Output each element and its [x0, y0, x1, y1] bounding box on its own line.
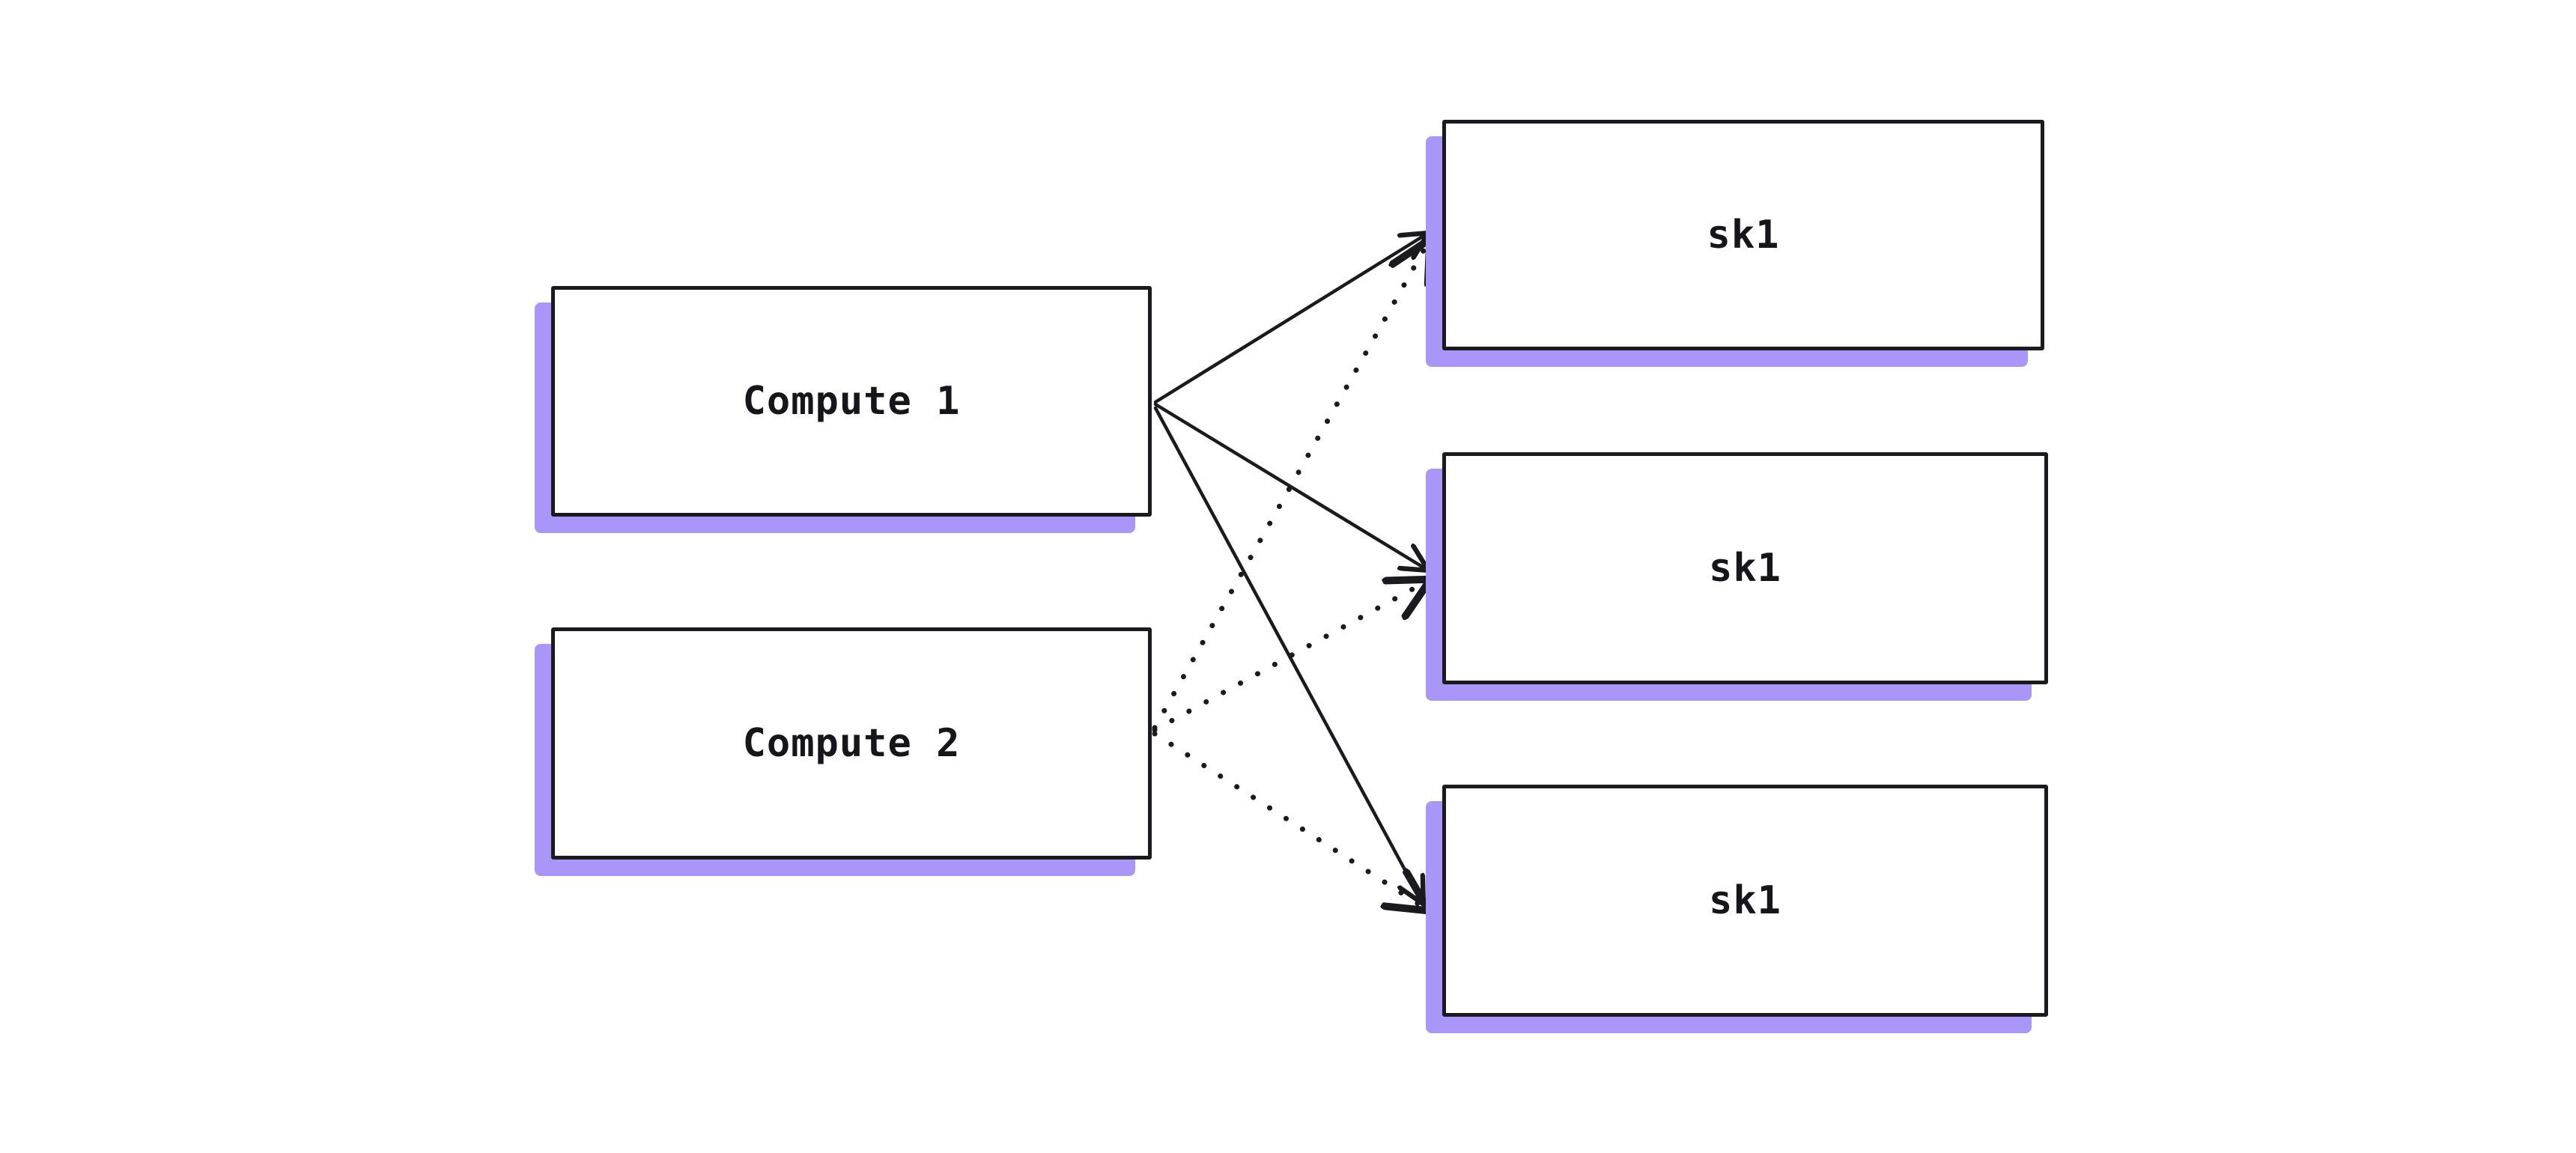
node-sk1-c[interactable]: sk1 [1442, 785, 2048, 1017]
node-compute-1[interactable]: Compute 1 [551, 286, 1152, 517]
node-label-sk1-c: sk1 [1709, 878, 1781, 923]
edge-compute-1-to-sk1-b [1153, 402, 1427, 570]
node-label-compute-1: Compute 1 [742, 379, 961, 424]
node-compute-2[interactable]: Compute 2 [551, 627, 1152, 860]
edge-compute-1-to-sk1-a [1153, 234, 1427, 404]
node-label-sk1-b: sk1 [1709, 546, 1781, 591]
node-label-sk1-a: sk1 [1707, 213, 1780, 258]
edge-compute-2-to-sk1-a [1152, 241, 1429, 731]
node-sk1-b[interactable]: sk1 [1442, 452, 2048, 684]
edge-compute-2-to-sk1-b [1152, 580, 1429, 733]
edge-compute-2-to-sk1-c [1152, 731, 1427, 910]
node-sk1-a[interactable]: sk1 [1442, 120, 2044, 350]
edge-compute-1-to-sk1-c [1153, 406, 1423, 903]
node-label-compute-2: Compute 2 [742, 721, 961, 766]
